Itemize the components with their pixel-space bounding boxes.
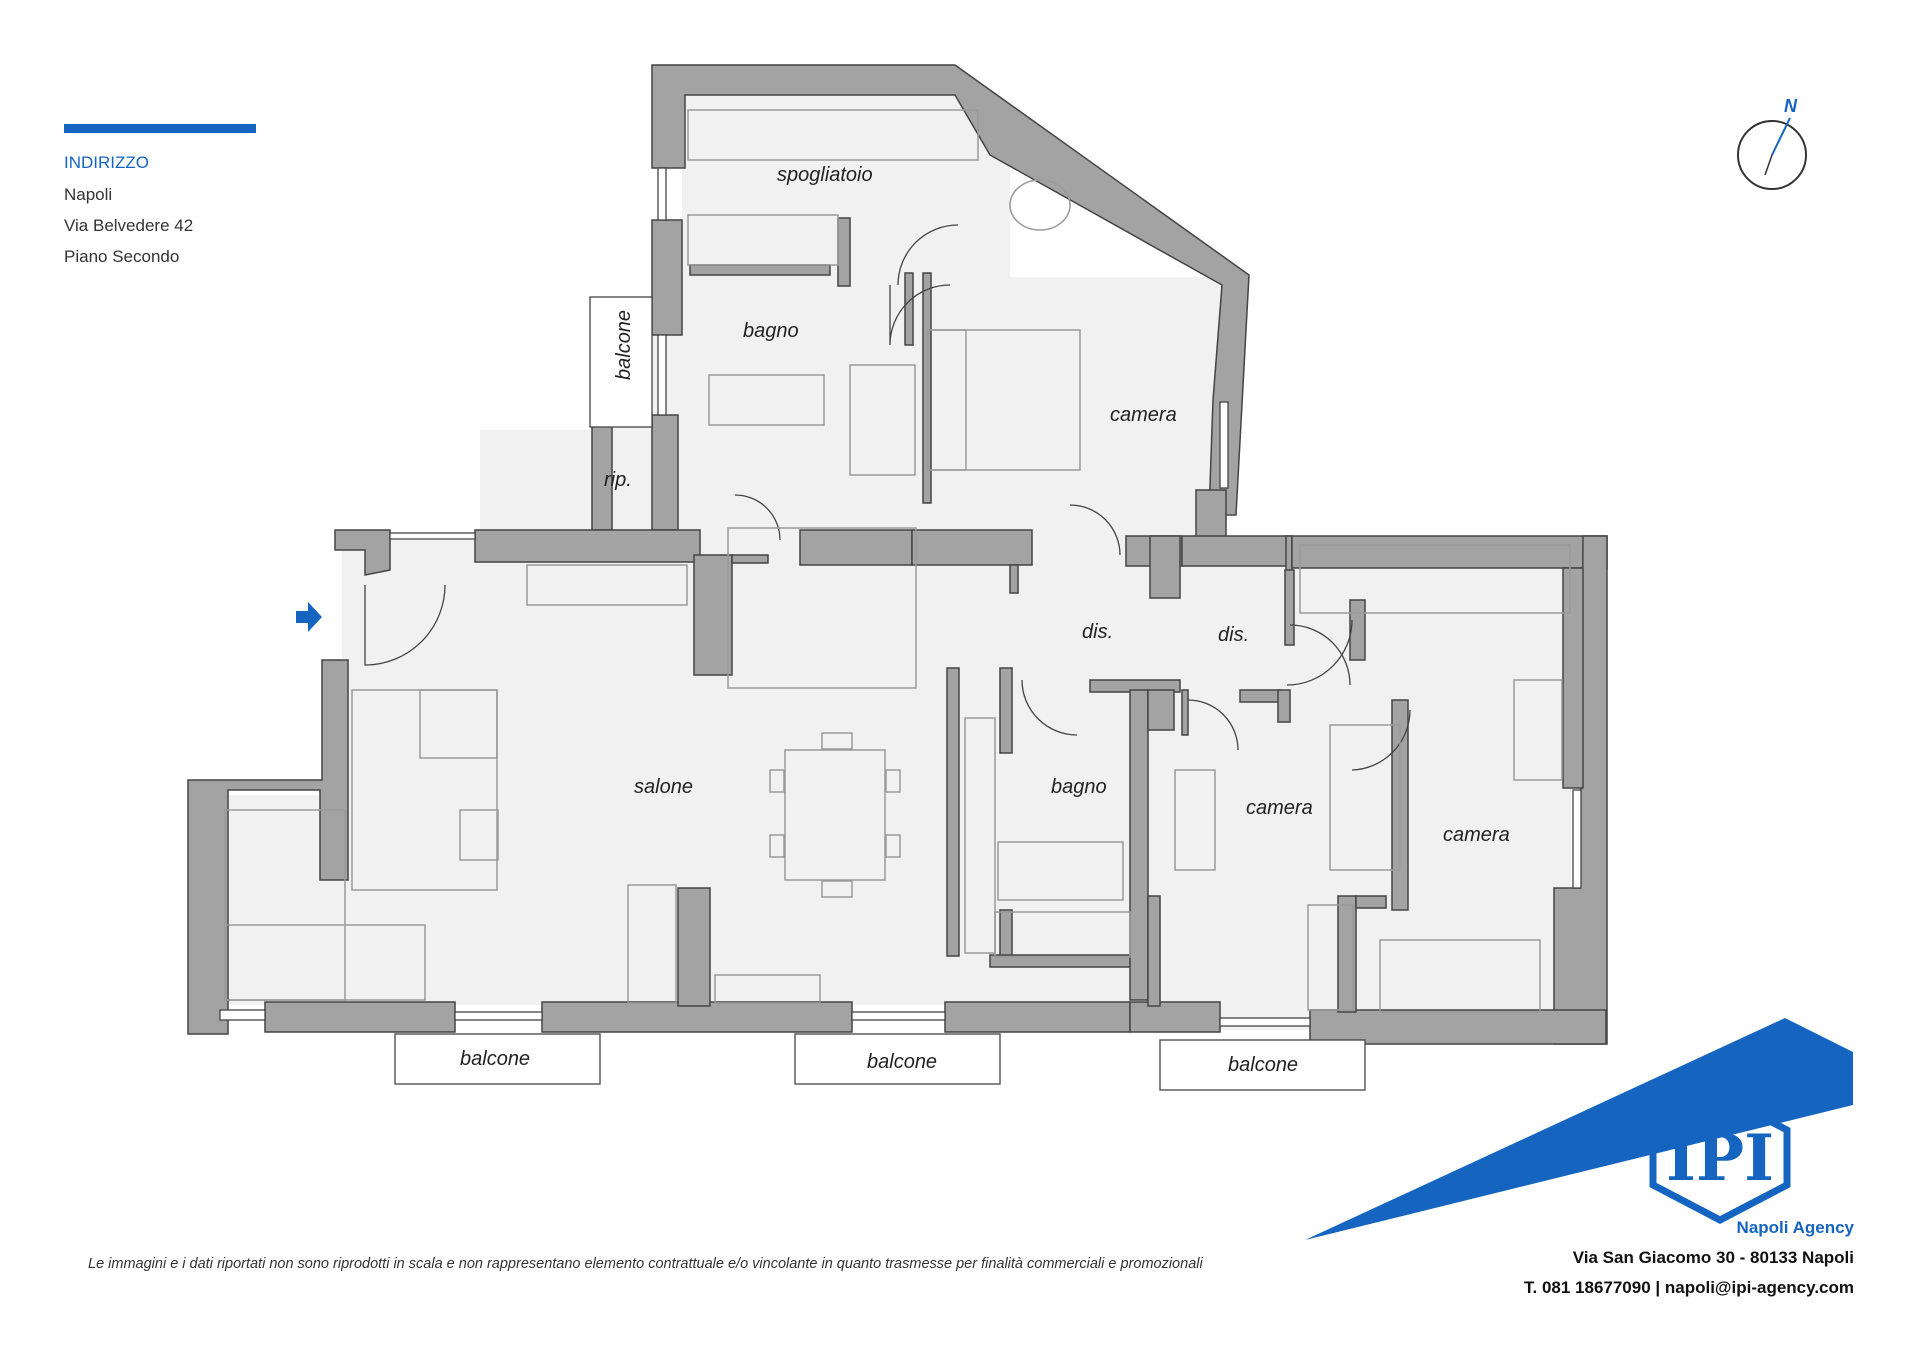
agency-logo: IPI: [1305, 1018, 1853, 1240]
disclaimer-text: Le immagini e i dati riportati non sono …: [88, 1256, 1203, 1272]
room-salone: salone: [634, 776, 693, 798]
room-balcone-1: balcone: [460, 1048, 530, 1070]
compass-icon: N: [1737, 96, 1807, 190]
logo-text: IPI: [1666, 1121, 1774, 1196]
room-camera-top: camera: [1110, 404, 1177, 426]
agency-address: Via San Giacomo 30 - 80133 Napoli: [1572, 1248, 1854, 1267]
room-labels: spogliatoio bagno camera balcone rip. sa…: [460, 164, 1510, 1076]
address-block: INDIRIZZO Napoli Via Belvedere 42 Piano …: [64, 124, 256, 278]
room-spogliatoio: spogliatoio: [777, 164, 873, 186]
agency-name: Napoli Agency: [1736, 1218, 1854, 1237]
address-floor: Piano Secondo: [64, 247, 180, 266]
balconies: [394, 296, 1366, 1091]
room-balcone-2: balcone: [867, 1051, 937, 1073]
room-bagno-top: bagno: [743, 320, 799, 342]
windows: [219, 167, 1582, 1027]
address-accent-bar: [64, 124, 256, 133]
room-dis-left: dis.: [1082, 621, 1113, 643]
entrance-arrow-icon: [296, 602, 322, 632]
room-balcone-3: balcone: [1228, 1054, 1298, 1076]
address-heading: INDIRIZZO: [64, 153, 149, 172]
address-street: Via Belvedere 42: [64, 216, 194, 235]
room-bagno-mid: bagno: [1051, 776, 1107, 798]
agency-block: Napoli Agency Via San Giacomo 30 - 80133…: [1524, 1218, 1854, 1308]
room-camera-right: camera: [1443, 824, 1510, 846]
room-rip: rip.: [604, 469, 632, 491]
address-city: Napoli: [64, 185, 113, 204]
agency-contacts: T. 081 18677090 | napoli@ipi-agency.com: [1524, 1278, 1854, 1297]
compass-label: N: [1784, 96, 1798, 116]
room-camera-mid: camera: [1246, 797, 1313, 819]
room-balcone-side: balcone: [613, 310, 635, 380]
doors: [364, 224, 1411, 771]
walls: [187, 64, 1608, 1045]
room-dis-right: dis.: [1218, 624, 1249, 646]
furniture: [224, 109, 1571, 1013]
